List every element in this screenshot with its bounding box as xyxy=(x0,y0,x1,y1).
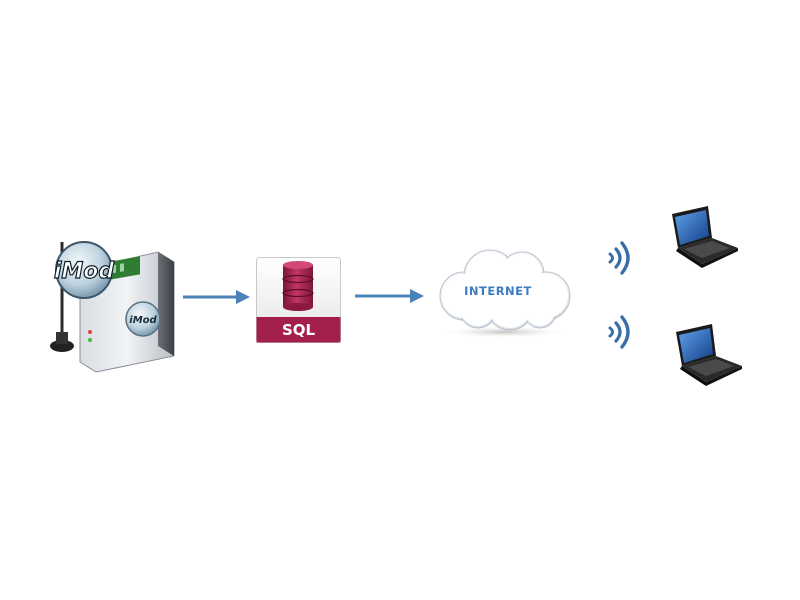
arrow-device-to-sql xyxy=(183,289,251,305)
sql-database: SQL xyxy=(256,257,341,343)
device-front-badge: iMod xyxy=(125,301,161,337)
internet-label: INTERNET xyxy=(464,284,532,298)
laptop-icon xyxy=(668,322,746,392)
wireless-signal-icon xyxy=(604,312,634,352)
laptop-icon xyxy=(664,204,742,274)
device-logo-text: iMod xyxy=(54,259,115,284)
arrow-sql-to-internet xyxy=(355,288,425,304)
imod-device: iMod iMod xyxy=(40,240,190,375)
wireless-signal-icon xyxy=(604,238,634,278)
internet-cloud: INTERNET xyxy=(430,240,578,340)
database-icon xyxy=(282,261,314,311)
imod-logo: iMod xyxy=(53,241,115,299)
sql-label: SQL xyxy=(282,321,316,339)
device-badge-text: iMod xyxy=(129,315,157,326)
